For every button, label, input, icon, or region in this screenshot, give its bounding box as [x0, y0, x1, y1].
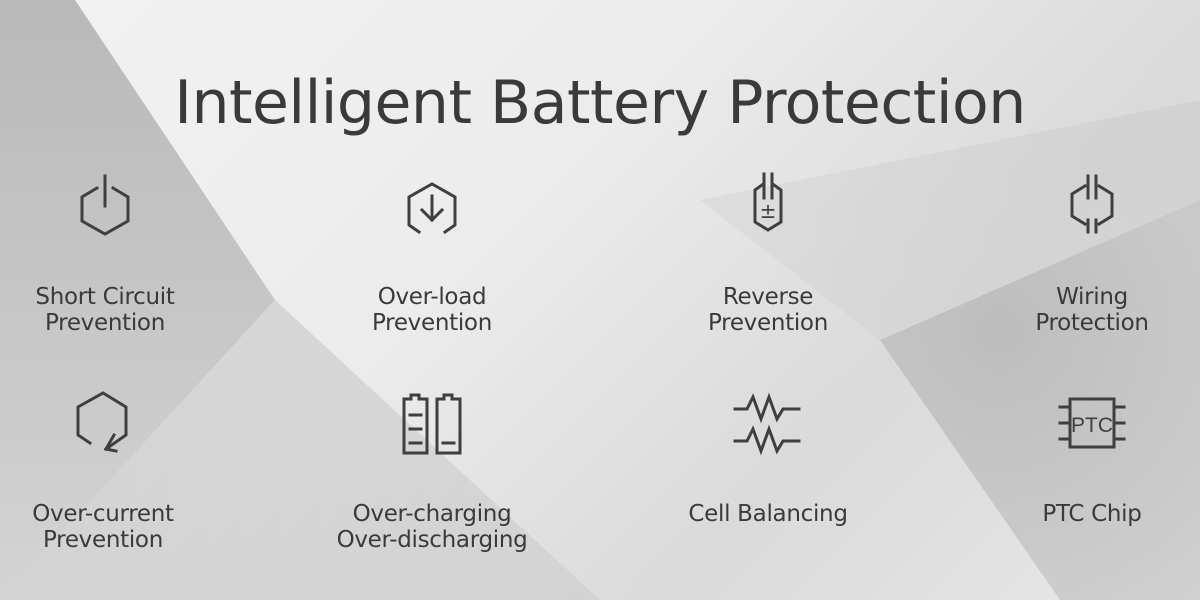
svg-text:PTC: PTC [1071, 414, 1113, 437]
hexagon-refresh-icon [76, 391, 128, 453]
page-title: Intelligent Battery Protection [174, 68, 1026, 138]
feature-label: Reverse [722, 284, 814, 310]
feature-label: Protection [1035, 310, 1149, 336]
feature-label: Short Circuit [35, 284, 175, 310]
feature-label: Prevention [45, 310, 165, 336]
feature-label: Wiring [1056, 284, 1128, 310]
feature-label: PTC Chip [1042, 501, 1142, 527]
feature-label: Over-current [32, 501, 174, 527]
svg-text:±: ± [760, 199, 777, 223]
resistor-icon [733, 392, 801, 456]
dual-battery-icon [402, 393, 462, 455]
feature-label: Cell Balancing [688, 501, 848, 527]
feature-cell-balancing: Cell Balancing [638, 387, 898, 527]
ptc-chip-icon: PTC [1058, 397, 1126, 449]
hexagon-split-wiring-icon [1070, 174, 1114, 234]
feature-label: Prevention [43, 527, 163, 553]
feature-label: Prevention [708, 310, 828, 336]
feature-label: Over-discharging [336, 527, 528, 553]
hexagon-power-icon [80, 174, 130, 236]
hexagon-plus-minus-icon: ± [753, 172, 783, 232]
hexagon-down-arrow-icon [407, 182, 457, 235]
feature-label: Over-load [377, 284, 487, 310]
feature-label: Over-charging [352, 501, 512, 527]
feature-label: Prevention [372, 310, 492, 336]
feature-ptc-chip: PTC PTC Chip [962, 387, 1200, 527]
